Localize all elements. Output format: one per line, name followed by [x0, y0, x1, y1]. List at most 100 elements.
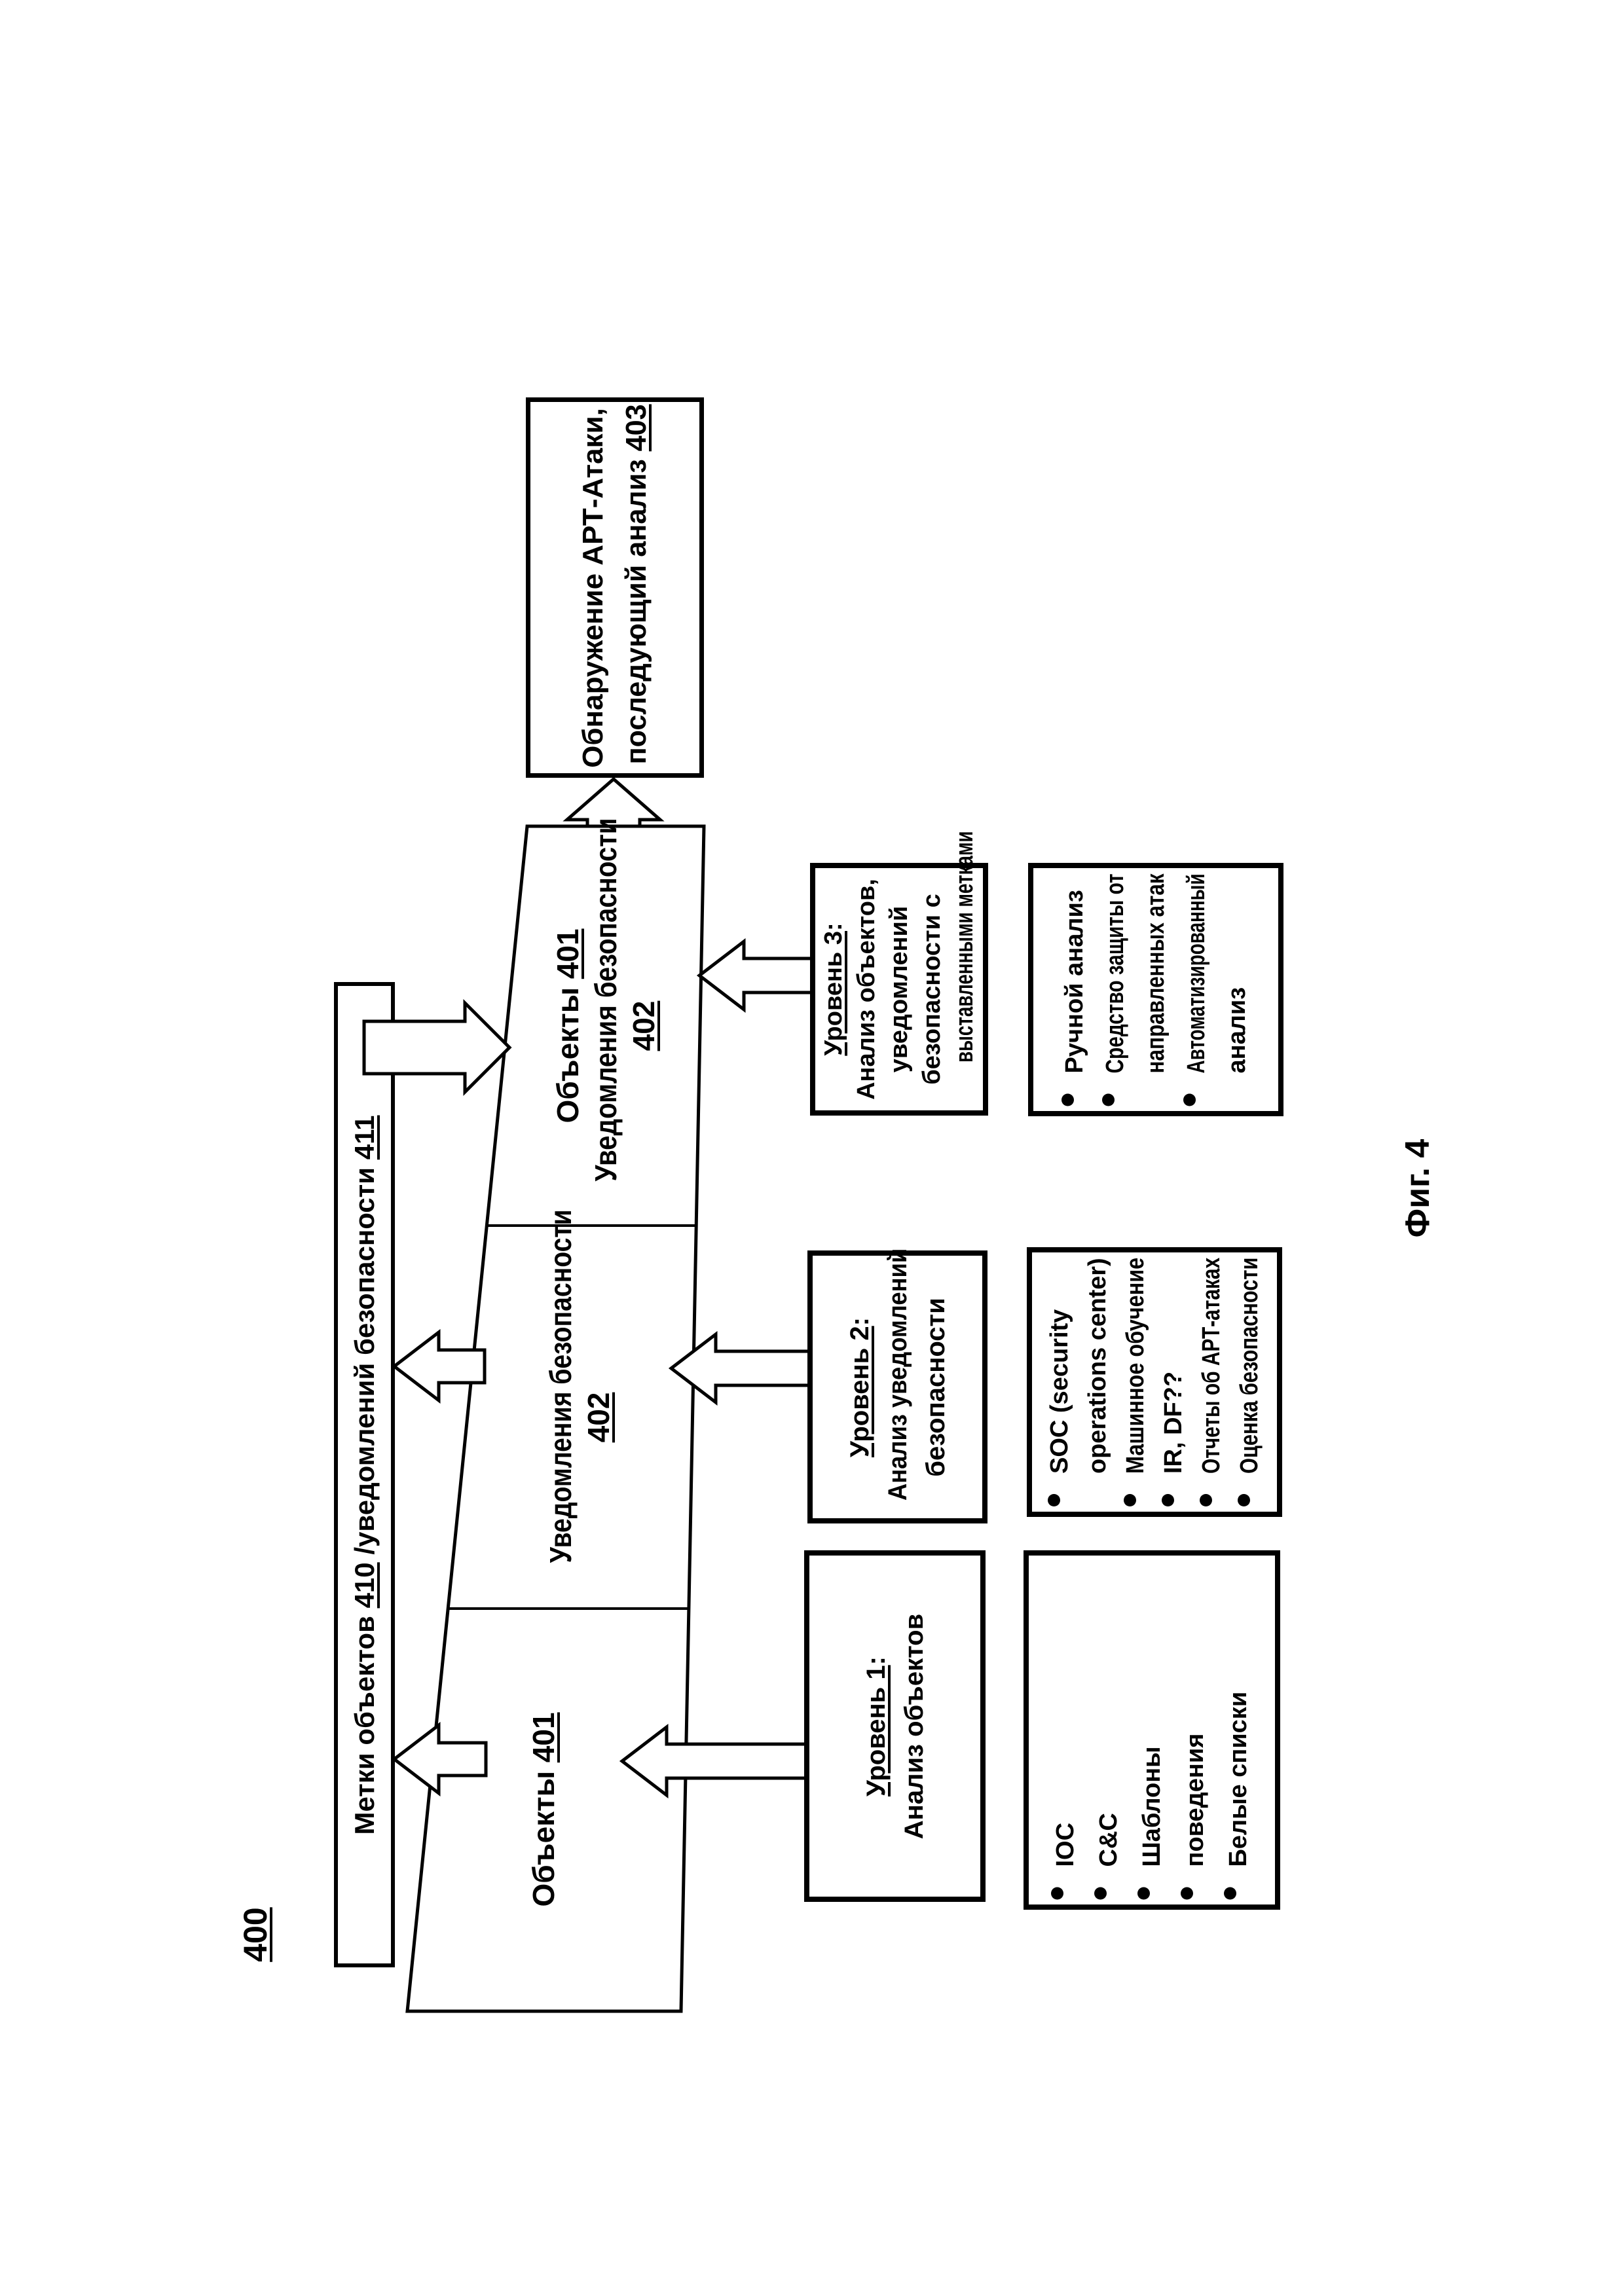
text-line: Обнаружение АРТ-Атаки, — [572, 408, 615, 768]
arrow-bar-to-funnel-icon — [362, 998, 512, 1097]
arrow-band2-to-bar-icon — [391, 1328, 487, 1404]
text-segments: Метки объектов 410 /уведомлений безопасн… — [348, 1115, 380, 1834]
text-line: выставленными метками — [948, 831, 981, 1063]
bullet-icon — [1176, 1073, 1196, 1106]
bullet-dot-icon — [1124, 1494, 1136, 1506]
text-line: Ручной анализ — [1054, 873, 1095, 1106]
text-line: SOC (security — [1041, 1258, 1079, 1506]
bullet-icon — [1154, 1474, 1174, 1506]
bullet-icon — [1173, 1867, 1193, 1899]
funnel-shape — [405, 824, 706, 2013]
text-segments: уведомлений — [885, 905, 913, 1073]
text-line: Метки объектов 410 /уведомлений безопасн… — [348, 1000, 381, 1950]
text-segments: Автоматизированный — [1183, 873, 1210, 1073]
text-segments: Анализ уведомлений — [883, 1248, 912, 1501]
text-line: IR, DF?? — [1154, 1258, 1192, 1506]
text-segments: Обнаружение АРТ-Атаки, — [577, 407, 609, 768]
text-segments: Средство защиты от — [1101, 873, 1129, 1073]
text-line: Уровень 2: — [841, 1261, 879, 1513]
text-segments: выставленными метками — [951, 831, 978, 1063]
text-line: 400 — [237, 1886, 274, 1984]
bullet-icon — [1087, 1867, 1107, 1899]
text-segments: 402 — [581, 1392, 616, 1443]
text-segments: Уровень 2: — [845, 1317, 874, 1457]
text-segments: IOC — [1052, 1822, 1079, 1867]
detection-box: Обнаружение АРТ-Атаки,последующий анализ… — [526, 397, 704, 778]
text-segments: Фиг. 4 — [1399, 1139, 1437, 1238]
bullet-icon — [1095, 1073, 1115, 1106]
arrow-band1-to-bar-icon — [391, 1721, 488, 1797]
text-segments: operations center) — [1084, 1258, 1111, 1474]
text-line: operations center) — [1079, 1258, 1116, 1506]
tags-bar-shape — [334, 982, 395, 1967]
text-line: Анализ объектов, — [850, 873, 883, 1105]
text-line: Шаблоны — [1130, 1561, 1173, 1899]
level1-box: Уровень 1:Анализ объектов — [804, 1550, 986, 1902]
bullet-dot-icon — [1094, 1887, 1107, 1899]
text-line: Средство защиты от — [1095, 873, 1135, 1106]
text-segments: Шаблоны — [1138, 1745, 1166, 1867]
text-segments: 400 — [237, 1907, 274, 1962]
bullet-dot-icon — [1181, 1887, 1193, 1899]
text-line: IOC — [1044, 1561, 1087, 1899]
bullet-icon — [1116, 1474, 1136, 1506]
text-line: анализ — [1217, 873, 1257, 1106]
text-segments: анализ — [1223, 987, 1251, 1073]
text-line: Автоматизированный — [1176, 873, 1217, 1106]
bullet-dot-icon — [1224, 1887, 1236, 1899]
funnel-band-bottom-label: Объекты 401 — [504, 1630, 583, 1990]
text-line: Объекты 401 — [549, 845, 587, 1208]
bullet-dot-icon — [1200, 1494, 1212, 1506]
diagram-number-label: 400 — [203, 1882, 308, 1987]
text-segments: Уведомления безопасности — [544, 1209, 578, 1563]
arrow-up-to-detection-icon — [563, 776, 665, 828]
text-line: поведения — [1173, 1561, 1217, 1899]
bullet-dot-icon — [1061, 1093, 1074, 1106]
bullet-icon — [1217, 1867, 1236, 1899]
text-line: Анализ объектов — [895, 1561, 933, 1891]
bullet-icon — [1130, 1867, 1150, 1899]
bullet-dot-icon — [1102, 1093, 1115, 1106]
text-line: Анализ уведомлений — [879, 1248, 917, 1500]
level1-methods-box: IOC C&C Шаблоны поведения Белые списки — [1024, 1550, 1280, 1910]
bullet-icon — [1230, 1474, 1250, 1506]
text-line: 402 — [625, 845, 663, 1208]
text-segments: Анализ объектов, — [853, 879, 880, 1100]
text-line: уведомлений — [883, 873, 915, 1105]
text-line: Объекты 401 — [525, 1626, 563, 1993]
text-line: 402 — [580, 1241, 618, 1594]
text-segments: IR, DF?? — [1160, 1371, 1187, 1474]
text-segments: 402 — [627, 1000, 661, 1051]
text-line: C&C — [1087, 1561, 1130, 1899]
text-line: последующий анализ 403 — [615, 404, 658, 764]
bullet-dot-icon — [1051, 1887, 1063, 1899]
text-segments: направленных атак — [1142, 873, 1170, 1073]
text-line: Уровень 3: — [817, 873, 850, 1105]
bullet-dot-icon — [1137, 1887, 1150, 1899]
text-line: Отчеты об АРТ-атаках — [1192, 1258, 1230, 1506]
text-segments: Отчеты об АРТ-атаках — [1198, 1257, 1225, 1474]
text-segments: Анализ объектов — [899, 1613, 929, 1839]
figure-label: Фиг. 4 — [1352, 1090, 1483, 1286]
text-line: Белые списки — [1217, 1561, 1260, 1899]
bullet-dot-icon — [1048, 1494, 1060, 1506]
bullet-icon — [1044, 1867, 1063, 1899]
text-line: Фиг. 4 — [1398, 1093, 1437, 1283]
text-segments: Белые списки — [1225, 1691, 1252, 1867]
text-line: Уровень 1: — [857, 1561, 895, 1891]
text-segments: Уведомления безопасности — [589, 818, 623, 1182]
text-line: направленных атак — [1135, 873, 1176, 1106]
text-segments: C&C — [1095, 1812, 1122, 1867]
text-line: Уведомления безопасности — [587, 818, 625, 1181]
text-segments: Машинное обучение — [1122, 1257, 1149, 1474]
text-segments: поведения — [1181, 1733, 1209, 1867]
bullet-icon — [1041, 1474, 1060, 1506]
bullet-icon — [1054, 1073, 1074, 1106]
